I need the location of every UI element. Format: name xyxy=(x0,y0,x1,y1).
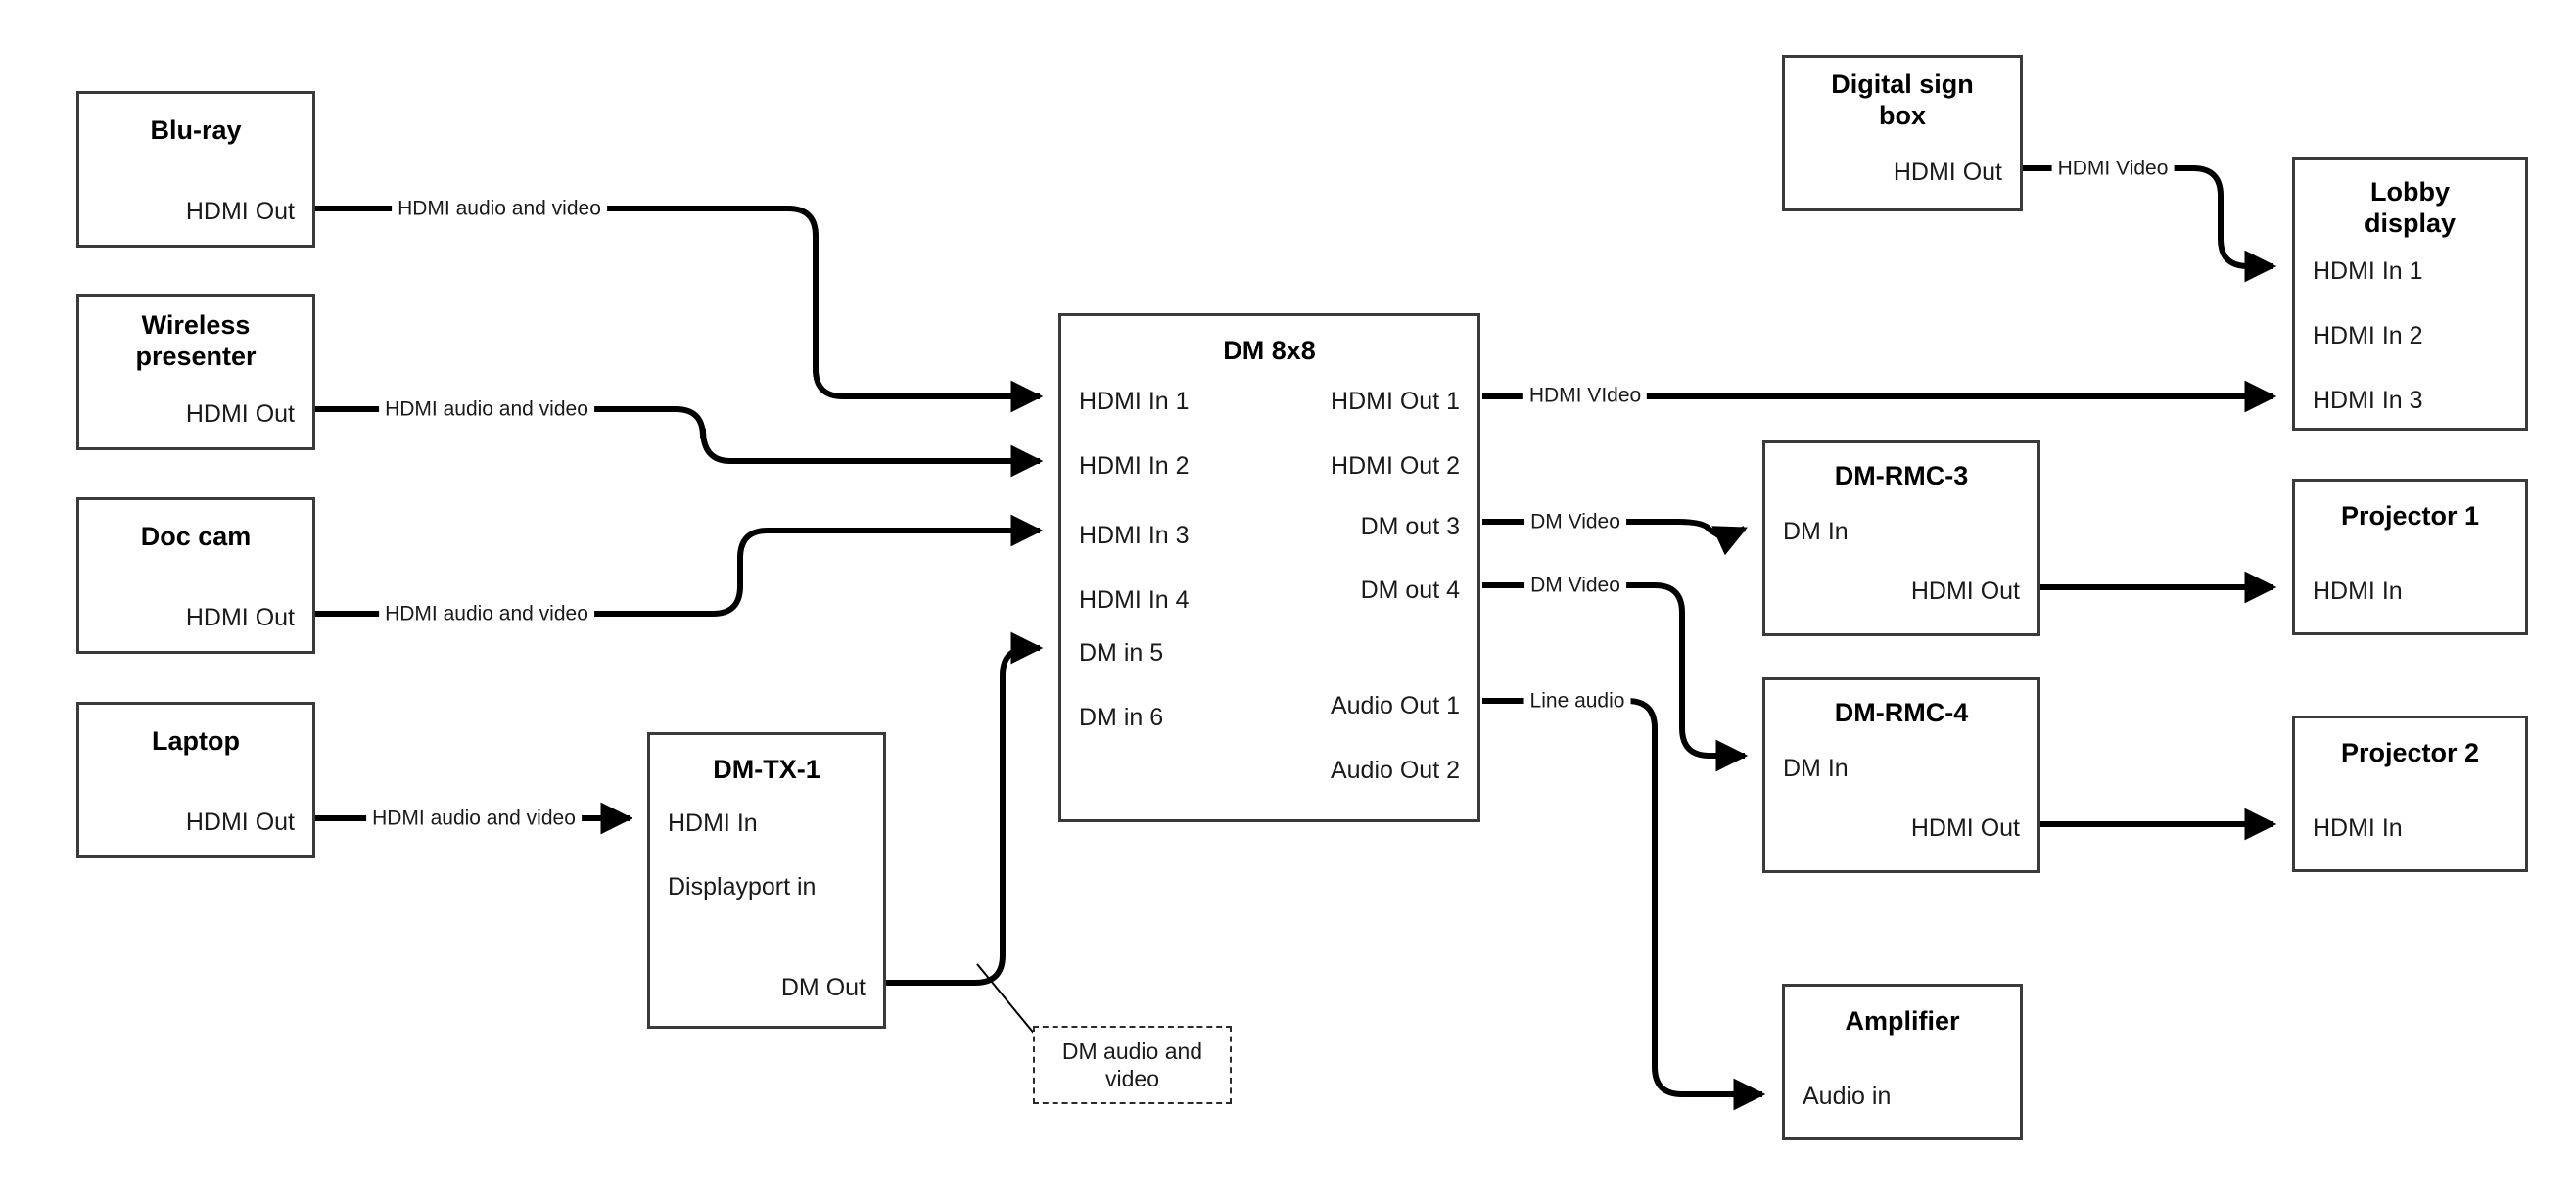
node-wireless-presenter[interactable]: Wireless presenter HDMI Out xyxy=(76,294,315,450)
node-laptop-title: Laptop xyxy=(152,726,240,756)
node-dm-tx-1-port-displayport-in: Displayport in xyxy=(668,873,817,901)
node-laptop-port-hdmi-out: HDMI Out xyxy=(185,808,295,836)
node-dm-rmc-3[interactable]: DM-RMC-3 DM In HDMI Out xyxy=(1762,440,2040,636)
node-projector-2[interactable]: Projector 2 HDMI In xyxy=(2292,716,2528,872)
node-dm-8x8-output-2: HDMI Out 2 xyxy=(1331,452,1460,480)
node-dm-rmc-3-port-hdmi-out: HDMI Out xyxy=(1910,577,2020,605)
node-dm-tx-1[interactable]: DM-TX-1 HDMI In Displayport in DM Out xyxy=(647,732,886,1029)
node-wireless-presenter-title-line1: Wireless xyxy=(141,310,251,340)
node-lobby-display-title-line2: display xyxy=(2364,208,2457,238)
node-dm-tx-1-port-dm-out: DM Out xyxy=(780,974,866,1001)
node-dm-8x8-input-5: DM in 5 xyxy=(1079,639,1164,667)
node-bluray-port-hdmi-out: HDMI Out xyxy=(185,198,295,225)
wire-label-dm-video-3: DM Video xyxy=(1524,511,1626,532)
node-bluray-title: Blu-ray xyxy=(150,115,242,145)
node-dm-rmc-4-port-hdmi-out: HDMI Out xyxy=(1910,814,2020,842)
node-lobby-display[interactable]: Lobby display HDMI In 1 HDMI In 2 HDMI I… xyxy=(2292,157,2528,431)
node-dm-8x8-output-5: Audio Out 1 xyxy=(1330,692,1460,719)
node-lobby-display-input-2: HDMI In 2 xyxy=(2313,322,2423,349)
node-dm-tx-1-port-hdmi-in: HDMI In xyxy=(668,809,758,837)
node-dm-8x8[interactable]: DM 8x8 HDMI In 1 HDMI In 2 HDMI In 3 HDM… xyxy=(1058,313,1480,822)
wire-doccam-to-dm-in3 xyxy=(315,514,1044,617)
wire-dmtx1-to-dm-in5 xyxy=(886,631,1044,986)
node-dm-rmc-4[interactable]: DM-RMC-4 DM In HDMI Out xyxy=(1762,677,2040,873)
node-doc-cam-port-hdmi-out: HDMI Out xyxy=(185,604,295,631)
wire-label-sign-hdmi-video: HDMI Video xyxy=(2051,158,2175,179)
node-dm-rmc-3-port-dm-in: DM In xyxy=(1783,518,1849,545)
node-dm-8x8-output-1: HDMI Out 1 xyxy=(1331,388,1460,415)
wire-label-laptop: HDMI audio and video xyxy=(366,808,582,829)
node-digital-sign-box[interactable]: Digital sign box HDMI Out xyxy=(1782,55,2023,211)
node-digital-sign-box-title-line2: box xyxy=(1878,101,1926,130)
node-dm-8x8-output-6: Audio Out 2 xyxy=(1330,757,1460,784)
node-dm-8x8-output-3: DM out 3 xyxy=(1360,513,1460,540)
node-lobby-display-input-3: HDMI In 3 xyxy=(2313,387,2423,414)
note-dm-audio-and-video: DM audio and video xyxy=(1033,1026,1232,1104)
wire-bluray-to-dm-in1 xyxy=(315,206,1044,413)
node-dm-8x8-input-2: HDMI In 2 xyxy=(1079,452,1190,480)
node-amplifier-port-audio-in: Audio in xyxy=(1803,1083,1892,1110)
node-dm-rmc-3-title: DM-RMC-3 xyxy=(1834,461,1969,490)
node-projector-2-title: Projector 2 xyxy=(2340,738,2480,767)
wire-label-hdmi-video-out1: HDMI VIdeo xyxy=(1522,385,1648,406)
node-dm-8x8-input-6: DM in 6 xyxy=(1079,704,1164,731)
wire-label-bluray: HDMI audio and video xyxy=(392,198,607,219)
wire-dm-audio1-to-amp xyxy=(1482,698,1766,1111)
node-dm-8x8-output-4: DM out 4 xyxy=(1360,577,1460,604)
node-dm-rmc-4-port-dm-in: DM In xyxy=(1783,755,1849,782)
node-doc-cam[interactable]: Doc cam HDMI Out xyxy=(76,497,315,654)
wire-label-wireless: HDMI audio and video xyxy=(379,398,594,420)
node-dm-8x8-input-1: HDMI In 1 xyxy=(1079,388,1190,415)
node-projector-1-title: Projector 1 xyxy=(2340,501,2480,531)
node-projector-1[interactable]: Projector 1 HDMI In xyxy=(2292,479,2528,635)
node-dm-8x8-input-4: HDMI In 4 xyxy=(1079,586,1190,614)
node-digital-sign-box-title-line1: Digital sign xyxy=(1831,69,1974,99)
wire-dm-out3-to-rmc3 xyxy=(1482,519,1749,556)
node-doc-cam-title: Doc cam xyxy=(140,522,252,551)
node-lobby-display-title-line1: Lobby xyxy=(2370,177,2450,207)
wire-wireless-to-dm-in2 xyxy=(315,406,1044,478)
wire-dm-out4-to-rmc4 xyxy=(1482,582,1749,772)
node-projector-2-port-hdmi-in: HDMI In xyxy=(2313,814,2403,842)
node-wireless-presenter-port-hdmi-out: HDMI Out xyxy=(185,400,295,428)
node-laptop[interactable]: Laptop HDMI Out xyxy=(76,702,315,858)
wire-label-line-audio: Line audio xyxy=(1523,690,1631,712)
node-dm-tx-1-title: DM-TX-1 xyxy=(713,755,820,784)
note-dm-audio-and-video-line1: DM audio and xyxy=(1061,1038,1203,1064)
node-lobby-display-input-1: HDMI In 1 xyxy=(2313,257,2423,285)
node-digital-sign-box-port-hdmi-out: HDMI Out xyxy=(1893,159,2002,186)
note-dm-audio-and-video-line2: video xyxy=(1105,1066,1159,1091)
node-bluray[interactable]: Blu-ray HDMI Out xyxy=(76,91,315,248)
node-amplifier[interactable]: Amplifier Audio in xyxy=(1782,984,2023,1140)
node-projector-1-port-hdmi-in: HDMI In xyxy=(2313,577,2403,605)
node-dm-8x8-title: DM 8x8 xyxy=(1223,336,1316,365)
node-wireless-presenter-title-line2: presenter xyxy=(135,342,257,371)
wire-label-doccam: HDMI audio and video xyxy=(379,603,594,624)
wire-sign-to-lobby-in1 xyxy=(2023,165,2277,283)
node-amplifier-title: Amplifier xyxy=(1845,1006,1960,1036)
node-dm-rmc-4-title: DM-RMC-4 xyxy=(1834,698,1969,727)
wire-label-dm-video-4: DM Video xyxy=(1524,575,1626,596)
node-dm-8x8-input-3: HDMI In 3 xyxy=(1079,522,1190,549)
